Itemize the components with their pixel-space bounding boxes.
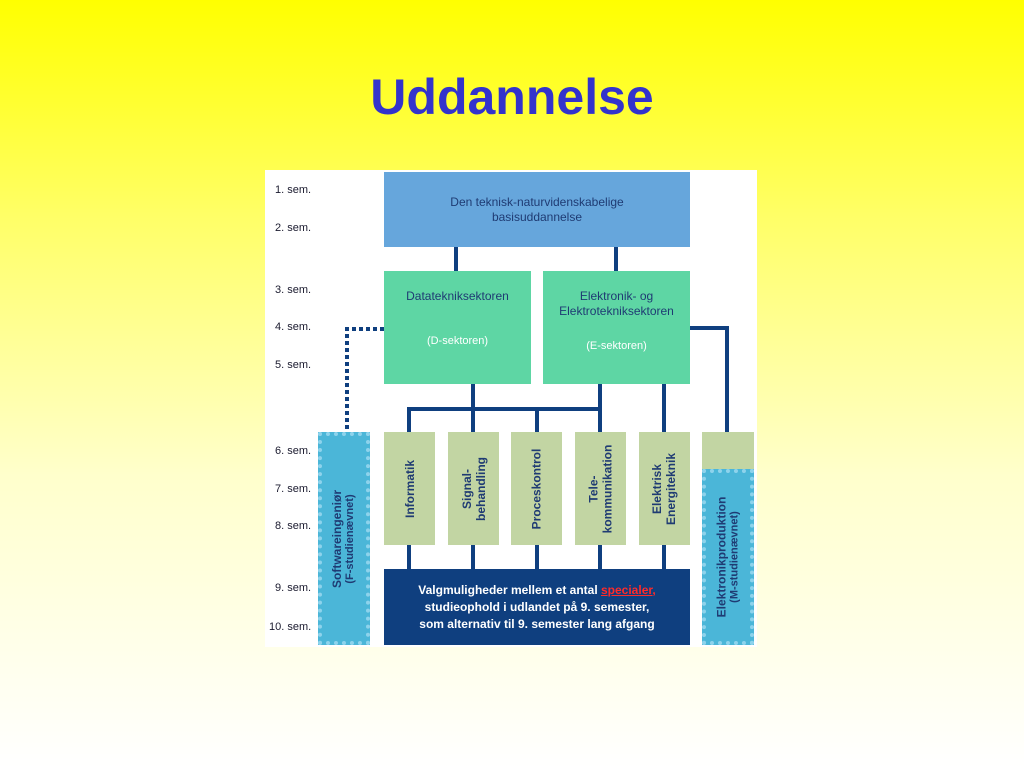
software-study-name: Softwareingeniør <box>330 489 345 588</box>
software-study-box: Softwareingeniør (F-studienævnet) <box>318 432 370 645</box>
elektronik-study-name: Elektronikproduktion <box>714 496 728 618</box>
semester-label-7: 7. sem. <box>275 483 312 495</box>
elektronik-study-box: Elektronikproduktion (M-studienævnet) <box>702 469 754 645</box>
d-sector-code: (D-sektoren) <box>426 335 489 347</box>
semester-label-9: 9. sem. <box>275 582 312 594</box>
software-study-sub: (F-studienævnet) <box>344 493 357 584</box>
spec-telekommunikation: Tele- kommunikation <box>575 432 626 545</box>
spec-proceskontrol: Proceskontrol <box>511 432 562 545</box>
semester-label-5: 5. sem. <box>275 359 312 371</box>
options-line-1: Valgmuligheder mellem et antal specialer… <box>418 582 655 599</box>
basis-education-box: Den teknisk-naturvidenskabelige basisudd… <box>384 172 690 247</box>
spec-signal-label-1: Signal- <box>459 468 474 509</box>
d-sector-name: Datatekniksektoren <box>406 289 509 303</box>
e-sector-line-1: Elektronik- og <box>579 289 654 303</box>
elektronik-study-sub: (M-studienævnet) <box>728 511 740 603</box>
elektronik-cap-block <box>702 432 754 469</box>
spec-informatik: Informatik <box>384 432 435 545</box>
e-sector-code: (E-sektoren) <box>586 340 647 352</box>
spec-signalbehandling: Signal- behandling <box>448 432 499 545</box>
semester-label-8: 8. sem. <box>275 520 312 532</box>
e-sector-line-2: Elektrotekniksektoren <box>559 304 674 318</box>
options-line-3: som alternativ til 9. semester lang afga… <box>419 616 655 631</box>
connector-elektronik <box>690 326 729 432</box>
basis-line-1: Den teknisk-naturvidenskabelige <box>450 194 624 209</box>
semester-label-4: 4. sem. <box>275 321 312 333</box>
spec-tele-label-1: Tele- <box>586 474 601 503</box>
spec-energiteknik: Elektrisk Energiteknik <box>639 432 690 545</box>
semester-label-3: 3. sem. <box>275 284 312 296</box>
page-title: Uddannelse <box>370 69 654 125</box>
d-sector-box: Datatekniksektoren (D-sektoren) <box>384 271 531 384</box>
spec-informatik-label: Informatik <box>402 459 417 518</box>
spec-energi-label-1: Elektrisk <box>650 463 665 514</box>
semester-label-10: 10. sem. <box>269 621 312 633</box>
e-sector-box: Elektronik- og Elektrotekniksektoren (E-… <box>543 271 690 384</box>
spec-energi-label-2: Energiteknik <box>664 452 679 525</box>
spec-proces-label: Proceskontrol <box>529 448 544 529</box>
specialer-link[interactable]: specialer, <box>601 582 656 597</box>
options-box: Valgmuligheder mellem et antal specialer… <box>384 569 690 645</box>
basis-line-2: basisuddannelse <box>491 209 583 224</box>
spec-tele-label-2: kommunikation <box>600 444 615 533</box>
connector-lines <box>345 247 729 569</box>
connector-software-dotted <box>345 327 384 432</box>
spec-signal-label-2: behandling <box>473 456 488 521</box>
education-diagram: 1. sem. 2. sem. 3. sem. 4. sem. 5. sem. … <box>265 170 757 647</box>
options-line-2: studieophold i udlandet på 9. semester, <box>424 599 650 614</box>
semester-label-2: 2. sem. <box>275 222 312 234</box>
options-line-1-prefix: Valgmuligheder mellem et antal <box>418 582 601 597</box>
semester-label-1: 1. sem. <box>275 184 312 196</box>
semester-label-6: 6. sem. <box>275 445 312 457</box>
